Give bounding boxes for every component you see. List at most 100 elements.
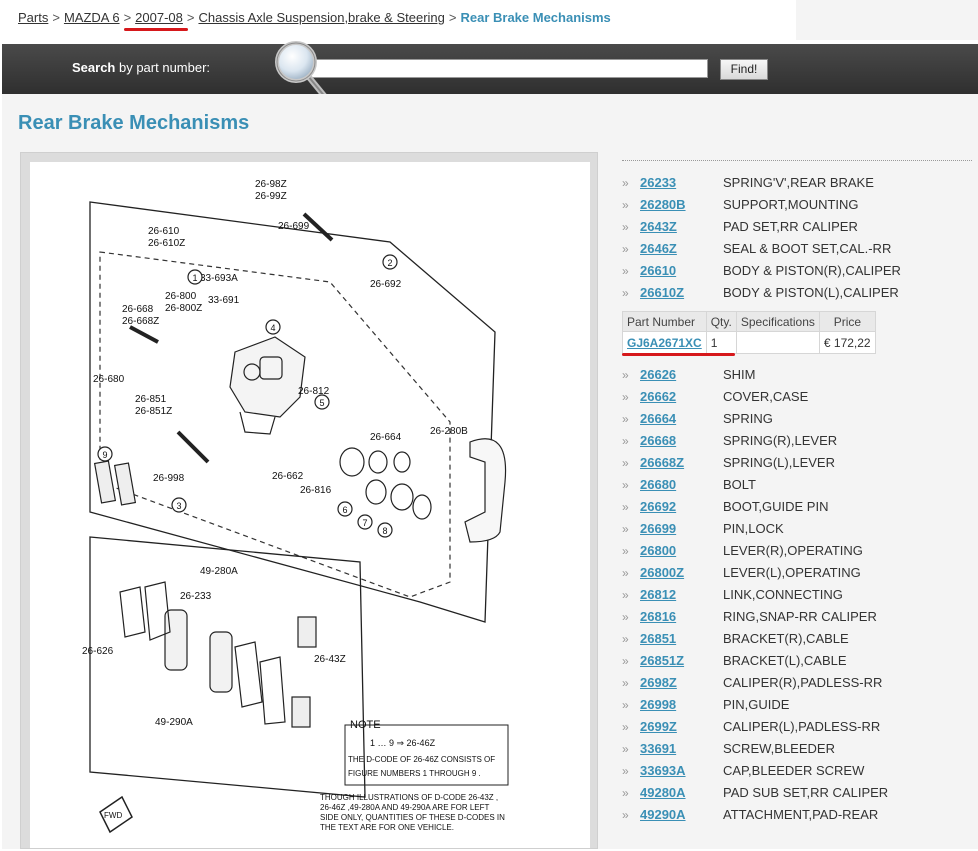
diagram-part-label: 8 xyxy=(382,526,387,536)
part-number-search-input[interactable] xyxy=(298,59,708,78)
bullet-icon: » xyxy=(622,764,629,778)
part-code-link[interactable]: 26668 xyxy=(640,433,677,448)
part-code-link[interactable]: 26800Z xyxy=(640,565,685,580)
part-code-link[interactable]: 26816 xyxy=(640,609,677,624)
bullet-icon: » xyxy=(622,786,629,800)
part-code-link[interactable]: 26668Z xyxy=(640,455,685,470)
diagram-part-label: 33-693A xyxy=(200,273,238,284)
part-code-link[interactable]: 26998 xyxy=(640,697,677,712)
column-header-qty: Qty. xyxy=(705,311,737,332)
diagram-part-label: 6 xyxy=(342,505,347,515)
part-code-link[interactable]: 2698Z xyxy=(640,675,677,690)
part-code-link[interactable]: 26699 xyxy=(640,521,677,536)
part-description: RING,SNAP-RR CALIPER xyxy=(723,609,877,624)
part-code-link[interactable]: 26280B xyxy=(640,197,686,212)
breadcrumb-category-link[interactable]: Chassis Axle Suspension,brake & Steering xyxy=(198,10,445,25)
annotation-underline-year xyxy=(124,28,188,31)
diagram-part-label: 26-233 xyxy=(180,591,212,602)
part-code-link[interactable]: 2643Z xyxy=(640,219,677,234)
part-description: SPRING(L),LEVER xyxy=(723,455,835,470)
lower-panel-outline xyxy=(89,536,366,798)
part-code-link[interactable]: 26610 xyxy=(640,263,677,278)
bullet-icon: » xyxy=(622,500,629,514)
breadcrumb-parts-link[interactable]: Parts xyxy=(18,10,49,25)
part-code-link[interactable]: 26851 xyxy=(640,631,677,646)
diagram-part-label: 26-626 xyxy=(82,646,114,657)
part-description: BRACKET(L),CABLE xyxy=(723,653,847,668)
part-description: BOLT xyxy=(723,477,756,492)
pad-set-shape xyxy=(93,460,317,728)
bullet-icon: » xyxy=(622,544,629,558)
diagram-part-label: 26-851Z xyxy=(135,406,172,417)
bullet-icon: » xyxy=(622,456,629,470)
bullet-icon: » xyxy=(622,242,629,256)
breadcrumb: Parts>MAZDA 6>2007-08>Chassis Axle Suspe… xyxy=(18,10,611,25)
note-line: 1 … 9 ⇒ 26-46Z xyxy=(370,738,436,748)
part-description: SUPPORT,MOUNTING xyxy=(723,197,859,212)
bullet-icon: » xyxy=(622,478,629,492)
diagram-part-label: 26-668Z xyxy=(122,316,159,327)
note-box xyxy=(344,724,509,786)
page-title: Rear Brake Mechanisms xyxy=(18,112,250,134)
part-code-link[interactable]: 49280A xyxy=(640,785,686,800)
footnote-line: SIDE ONLY, QUANTITIES OF THESE D-CODES I… xyxy=(320,813,505,822)
part-code-link[interactable]: 2699Z xyxy=(640,719,677,734)
part-code-link[interactable]: 26692 xyxy=(640,499,677,514)
seal-rings xyxy=(339,447,432,520)
pin-shape xyxy=(302,212,334,242)
note-line: THE D-CODE OF 26-46Z CONSISTS OF xyxy=(348,755,495,764)
table-row: GJ6A2671XC 1 € 172,22 xyxy=(622,331,876,354)
callout-circle xyxy=(97,446,113,462)
part-code-link[interactable]: 26233 xyxy=(640,175,677,190)
breadcrumb-mazda6-link[interactable]: MAZDA 6 xyxy=(63,10,120,25)
column-header-specifications: Specifications xyxy=(735,311,820,332)
upper-panel-outline xyxy=(89,201,496,623)
bullet-icon: » xyxy=(622,610,629,624)
fwd-arrow-icon xyxy=(99,795,133,834)
bullet-icon: » xyxy=(622,264,629,278)
part-code-link[interactable]: 33693A xyxy=(640,763,686,778)
diagram-part-label: 26-610 xyxy=(148,226,180,237)
part-code-link[interactable]: 2646Z xyxy=(640,241,677,256)
part-code-link[interactable]: 26680 xyxy=(640,477,677,492)
table-header-row: Part Number Qty. Specifications Price xyxy=(622,311,876,332)
qty-value: 1 xyxy=(705,331,737,354)
breadcrumb-year-link[interactable]: 2007-08 xyxy=(135,10,183,25)
bullet-icon: » xyxy=(622,698,629,712)
column-header-price: Price xyxy=(818,311,876,332)
part-code-link[interactable]: 49290A xyxy=(640,807,686,822)
part-description: BOOT,GUIDE PIN xyxy=(723,499,829,514)
search-label: Search by part number: xyxy=(72,60,210,75)
diagram-part-label: 26-800 xyxy=(165,291,197,302)
part-description: PIN,GUIDE xyxy=(723,697,790,712)
footnote-line: THE TEXT ARE FOR ONE VEHICLE. xyxy=(320,823,454,832)
part-code-link[interactable]: 26664 xyxy=(640,411,677,426)
part-code-link[interactable]: 26800 xyxy=(640,543,677,558)
part-description: COVER,CASE xyxy=(723,389,809,404)
breadcrumb-current: Rear Brake Mechanisms xyxy=(460,10,611,25)
find-button[interactable]: Find! xyxy=(720,59,768,80)
diagram-part-label: 5 xyxy=(319,398,324,408)
diagram-part-label: 26-664 xyxy=(370,432,402,443)
note-title: NOTE xyxy=(350,719,381,731)
part-description: BODY & PISTON(L),CALIPER xyxy=(723,285,899,300)
part-code-link[interactable]: 26662 xyxy=(640,389,677,404)
part-code-link[interactable]: 26610Z xyxy=(640,285,685,300)
header-filler xyxy=(796,0,978,40)
part-number-link[interactable]: GJ6A2671XC xyxy=(627,335,702,350)
part-code-link[interactable]: 26851Z xyxy=(640,653,685,668)
diagram-part-label: 26-816 xyxy=(300,485,332,496)
footnote-line: THOUGH ILLUSTRATIONS OF D-CODE 26-43Z , xyxy=(320,793,498,802)
bullet-icon: » xyxy=(622,522,629,536)
search-label-rest: by part number: xyxy=(115,60,211,75)
bullet-icon: » xyxy=(622,286,629,300)
pin-shape xyxy=(176,430,210,464)
diagram-part-label: 26-812 xyxy=(298,386,330,397)
part-code-link[interactable]: 33691 xyxy=(640,741,677,756)
callout-circle xyxy=(382,254,398,270)
breadcrumb-bar xyxy=(0,0,796,44)
part-code-link[interactable]: 26812 xyxy=(640,587,677,602)
diagram-part-label: 26-692 xyxy=(370,279,402,290)
part-code-link[interactable]: 26626 xyxy=(640,367,677,382)
